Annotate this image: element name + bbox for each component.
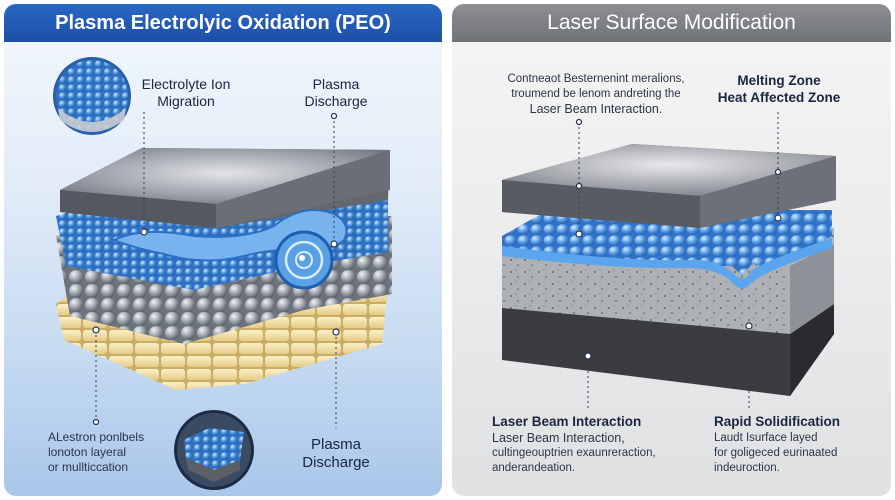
laser-leader-lines: [578, 112, 779, 408]
bottom-inset-sphere: [174, 410, 254, 490]
laser-diagram: [502, 112, 836, 408]
melting-blue-layer: [502, 210, 832, 289]
label-top-description: Contneaot Besternenint meralions,troumen…: [507, 73, 685, 116]
plasma-discharge-shape: [111, 209, 348, 290]
metal-plate: [60, 148, 390, 228]
laser-panel: Laser Surface Modification: [452, 4, 891, 496]
peo-panel: Plasma Electrolyic Oxidation (PEO): [4, 4, 442, 496]
label-rapid-solidification: Rapid Solidification Laudt Isurface laye…: [714, 414, 841, 474]
peo-diagram: [53, 57, 392, 490]
peo-leader-lines: [95, 112, 337, 428]
peo-title: Plasma Electrolyic Oxidation (PEO): [4, 4, 442, 42]
laser-leader-dots: [575, 118, 782, 360]
laser-title: Laser Surface Modification: [452, 4, 891, 42]
laser-metal-plate: [502, 144, 836, 228]
label-laser-beam-interaction: Laser Beam Interaction Laser Beam Intera…: [492, 414, 656, 474]
ion-inset-sphere: [53, 57, 131, 135]
peo-leader-dots: [92, 112, 340, 426]
